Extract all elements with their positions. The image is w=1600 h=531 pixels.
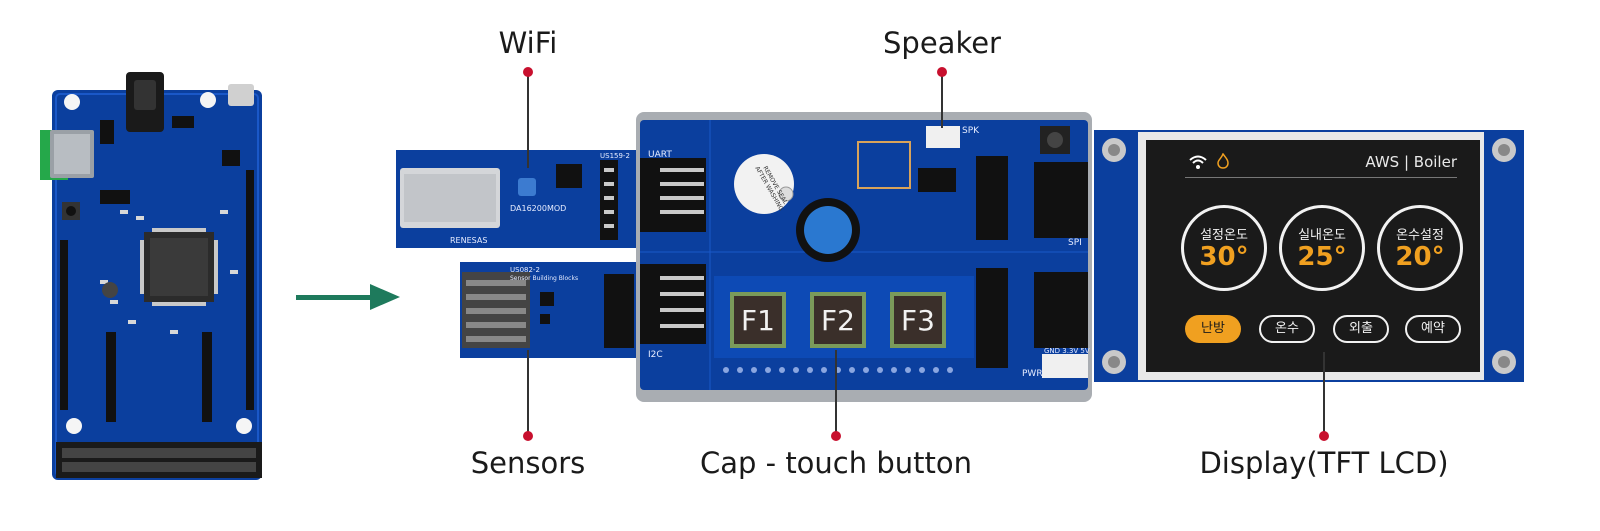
lcd-divider <box>1185 177 1457 178</box>
display-label: Display(TFT LCD) <box>1199 446 1449 480</box>
gauge-label: 온수설정 <box>1396 228 1444 243</box>
uart-silk: UART <box>648 150 672 160</box>
arrow-icon <box>296 284 400 310</box>
touch-button-label: F3 <box>901 303 935 337</box>
wifi-vendor-silk: RENESAS <box>450 236 488 245</box>
gauge-water-temp: 온수설정 20° <box>1377 205 1463 291</box>
mode-button-hot-water: 온수 <box>1259 315 1315 343</box>
wifi-board-id-silk: US159-2 <box>600 152 630 160</box>
cap-touch-leader-line <box>835 350 837 436</box>
i2c-silk: I2C <box>648 350 663 360</box>
pwr-silk: PWR <box>1022 369 1043 379</box>
speaker-label: Speaker <box>883 26 1001 60</box>
gauge-label: 실내온도 <box>1298 228 1346 243</box>
sensors-leader-line <box>527 350 529 436</box>
sensor-board-id-silk: US082-2 <box>510 266 540 274</box>
cap-touch-callout-dot <box>831 431 841 441</box>
gauge-set-temp: 설정온도 30° <box>1181 205 1267 291</box>
touch-button-f1: F1 <box>730 292 786 348</box>
speaker-leader-line <box>941 72 943 128</box>
wifi-module-silk: DA16200MOD <box>510 204 567 213</box>
lcd-header: AWS | Boiler <box>1365 153 1457 171</box>
sensors-label: Sensors <box>470 446 586 480</box>
wifi-board <box>396 150 646 248</box>
gauge-value: 20° <box>1395 242 1445 272</box>
gauge-value: 25° <box>1297 242 1347 272</box>
display-callout-dot <box>1319 431 1329 441</box>
lcd-screen: AWS | Boiler 설정온도 30° 실내온도 25° 온수설정 20° … <box>1155 143 1477 365</box>
touch-button-f3: F3 <box>890 292 946 348</box>
wifi-leader-line <box>527 72 529 168</box>
sensor-board-title-silk: Sensor Building Blocks <box>510 275 579 282</box>
sensors-callout-dot <box>523 431 533 441</box>
gauge-value: 30° <box>1199 242 1249 272</box>
touch-button-label: F2 <box>821 303 855 337</box>
mcu-board <box>40 72 262 480</box>
expansion-board <box>636 112 1092 402</box>
display-leader-line <box>1323 352 1325 436</box>
sensor-board <box>460 262 642 358</box>
mode-button-heating: 난방 <box>1185 315 1241 343</box>
gnd-silk: GND 3.3V 5V <box>1044 347 1090 355</box>
touch-button-f2: F2 <box>810 292 866 348</box>
gauge-room-temp: 실내온도 25° <box>1279 205 1365 291</box>
spi-silk: SPI <box>1068 238 1082 248</box>
gauge-label: 설정온도 <box>1200 228 1248 243</box>
cap-touch-label: Cap - touch button <box>699 446 973 480</box>
spk-silk: SPK <box>962 126 980 136</box>
mode-button-schedule: 예약 <box>1405 315 1461 343</box>
wifi-callout-dot <box>523 67 533 77</box>
mode-button-away: 외출 <box>1333 315 1389 343</box>
flame-icon <box>1217 153 1229 169</box>
speaker-callout-dot <box>937 67 947 77</box>
wifi-label: WiFi <box>498 26 558 60</box>
wifi-icon <box>1189 155 1207 169</box>
touch-button-label: F1 <box>741 303 775 337</box>
